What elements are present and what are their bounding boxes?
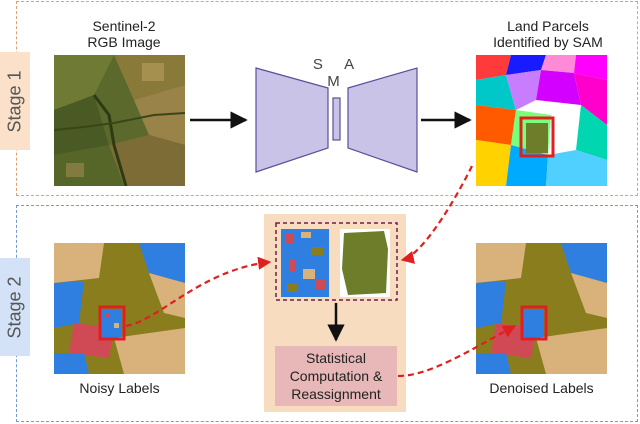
input-caption-line2: RGB Image bbox=[87, 34, 161, 50]
input-image-caption: Sentinel-2 RGB Image bbox=[62, 18, 186, 50]
sam-model-label: S A M bbox=[312, 56, 364, 90]
arrow-parcel-to-crop bbox=[400, 165, 473, 264]
sam-bottleneck-block bbox=[332, 97, 341, 141]
arrow-process-to-denoised bbox=[397, 325, 517, 378]
stage1-tag: Stage 1 bbox=[0, 52, 30, 150]
arrow-noisy-to-crop bbox=[125, 256, 272, 328]
sam-output-caption: Land Parcels Identified by SAM bbox=[468, 18, 628, 50]
parcel-mask-crop bbox=[340, 229, 390, 297]
noisy-crop bbox=[281, 229, 329, 297]
output-caption-line2: Identified by SAM bbox=[493, 34, 603, 50]
crop-pair-dashed-box bbox=[275, 222, 398, 301]
sam-decoder-block bbox=[347, 67, 418, 173]
process-line1: Statistical bbox=[306, 350, 366, 366]
noisy-labels-caption: Noisy Labels bbox=[79, 380, 160, 396]
statistical-reassignment-box: Statistical Computation & Reassignment bbox=[275, 346, 397, 406]
output-caption-line1: Land Parcels bbox=[507, 18, 589, 34]
noisy-labels-map bbox=[54, 243, 185, 374]
sam-encoder-block bbox=[255, 67, 329, 173]
sentinel2-rgb-image bbox=[54, 55, 185, 186]
stage2-tag: Stage 2 bbox=[0, 258, 30, 356]
input-caption-line1: Sentinel-2 bbox=[92, 18, 156, 34]
denoised-labels-caption: Denoised Labels bbox=[489, 380, 594, 396]
denoised-labels-map bbox=[476, 243, 607, 374]
sam-land-parcels-image bbox=[476, 55, 607, 186]
process-line3: Reassignment bbox=[291, 386, 381, 402]
process-line2: Computation & bbox=[289, 368, 383, 384]
